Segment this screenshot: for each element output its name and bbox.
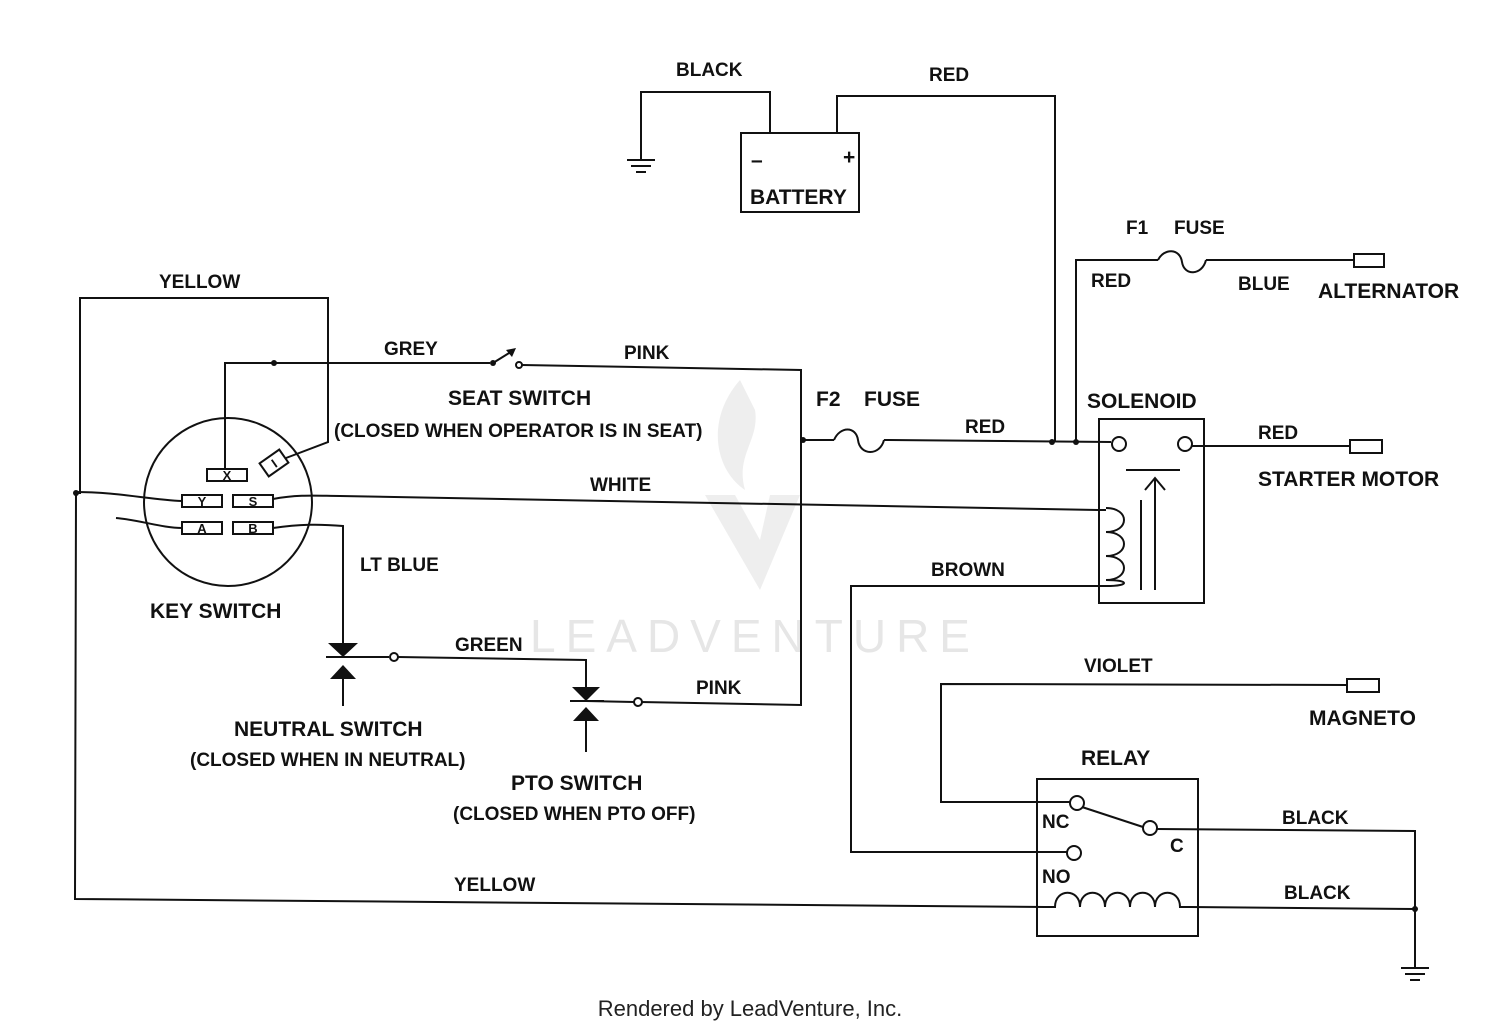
- label-red-starter: RED: [1258, 423, 1298, 444]
- relay-nc-label: NC: [1042, 812, 1070, 833]
- pto-switch-note: (CLOSED WHEN PTO OFF): [453, 804, 695, 825]
- key-terminal-i: [258, 448, 290, 478]
- label-pink-top: PINK: [624, 343, 670, 364]
- relay-c-contact: [1142, 820, 1158, 836]
- seat-switch-note: (CLOSED WHEN OPERATOR IS IN SEAT): [334, 421, 702, 442]
- battery-minus: –: [751, 149, 763, 172]
- neutral-switch-contact: [389, 652, 399, 662]
- ground-icon: [1401, 967, 1429, 981]
- label-lt-blue: LT BLUE: [360, 555, 439, 576]
- f1-label: FUSE: [1174, 218, 1225, 239]
- key-switch-label: KEY SWITCH: [150, 600, 281, 623]
- wire-a-terminal: [115, 517, 183, 529]
- f2-fuse-icon: [833, 428, 885, 453]
- key-terminal-b-label: B: [248, 521, 257, 536]
- label-red-f1: RED: [1091, 271, 1131, 292]
- key-terminal-a-label: A: [197, 521, 207, 536]
- junction-dot: [1049, 439, 1055, 445]
- key-terminal-x-label: X: [223, 468, 232, 483]
- neutral-switch-label: NEUTRAL SWITCH: [234, 718, 423, 741]
- label-brown: BROWN: [931, 560, 1005, 581]
- solenoid-terminal: [1111, 436, 1127, 452]
- wire-black-relay-coil: [1189, 906, 1416, 910]
- solenoid-terminal: [1177, 436, 1193, 452]
- solenoid: [1098, 418, 1205, 604]
- watermark: LEADVENTURE: [530, 380, 980, 662]
- alternator-label: ALTERNATOR: [1318, 280, 1459, 303]
- label-red-main: RED: [965, 417, 1005, 438]
- label-black-relay-c: BLACK: [1282, 808, 1349, 829]
- junction-dot: [1073, 439, 1079, 445]
- watermark-text: LEADVENTURE: [530, 610, 980, 662]
- label-green: GREEN: [455, 635, 523, 656]
- wire-green-run: [397, 656, 587, 687]
- f2-id: F2: [816, 388, 841, 411]
- wire-grey: [224, 362, 490, 469]
- neutral-switch-icon: [326, 643, 360, 706]
- key-terminal-s-label: S: [249, 494, 258, 509]
- key-terminal-y-label: Y: [198, 494, 207, 509]
- key-terminal-i-label: I: [269, 456, 281, 470]
- pto-switch-label: PTO SWITCH: [511, 772, 642, 795]
- wire-yellow-bottom: [73, 492, 1046, 908]
- label-black-battery: BLACK: [676, 60, 743, 81]
- relay-no-label: NO: [1042, 867, 1071, 888]
- key-terminal-s: [232, 494, 274, 508]
- wire-y-terminal: [73, 491, 183, 502]
- wire-pink-pto: [585, 700, 635, 703]
- neutral-switch-note: (CLOSED WHEN IN NEUTRAL): [190, 750, 465, 771]
- wire-red-battery: [836, 95, 1056, 442]
- pto-switch-contact: [633, 697, 643, 707]
- alternator-connector: [1353, 253, 1385, 268]
- label-grey: GREY: [384, 339, 438, 360]
- key-switch: X I Y S A B: [143, 417, 313, 587]
- relay-nc-contact: [1069, 795, 1085, 811]
- label-blue-alt: BLUE: [1238, 274, 1290, 295]
- f1-id: F1: [1126, 218, 1149, 239]
- wire-white: [272, 494, 1106, 511]
- wire-red-f1: [1075, 259, 1158, 442]
- relay-label: RELAY: [1081, 747, 1150, 770]
- label-yellow-top: YELLOW: [159, 272, 240, 293]
- magneto-connector: [1346, 678, 1380, 693]
- relay-no-contact: [1066, 845, 1082, 861]
- junction-dot: [1412, 906, 1418, 912]
- label-white: WHITE: [590, 475, 651, 496]
- starter-motor-label: STARTER MOTOR: [1258, 468, 1439, 491]
- ground-icon: [627, 159, 655, 173]
- solenoid-coil-icon: [1105, 507, 1125, 587]
- label-red-battery: RED: [929, 65, 969, 86]
- seat-switch-icon: [490, 348, 523, 369]
- f1-fuse-icon: [1157, 250, 1207, 274]
- magneto-label: MAGNETO: [1309, 707, 1416, 730]
- battery-label: BATTERY: [750, 186, 847, 209]
- relay: [1036, 778, 1199, 937]
- solenoid-label: SOLENOID: [1087, 390, 1197, 413]
- label-violet: VIOLET: [1084, 656, 1153, 677]
- wire-black-battery: [640, 91, 771, 160]
- wire-lt-blue: [272, 523, 344, 643]
- battery-plus: +: [843, 146, 855, 169]
- label-yellow-bottom: YELLOW: [454, 875, 535, 896]
- key-terminal-x: [206, 468, 248, 482]
- footer-credit: Rendered by LeadVenture, Inc.: [597, 996, 903, 1021]
- label-pink-pto: PINK: [696, 678, 742, 699]
- wire-violet: [940, 682, 1348, 803]
- f2-label: FUSE: [864, 388, 920, 411]
- wire-pink-top: [521, 364, 802, 707]
- wire-black-relay-c: [1156, 828, 1416, 968]
- junction-dot: [800, 437, 806, 443]
- wire-brown: [850, 585, 1106, 853]
- relay-coil-icon: [1045, 891, 1190, 908]
- starter-connector: [1349, 439, 1383, 454]
- battery: – + BATTERY: [740, 132, 860, 213]
- pto-switch-icon: [570, 687, 604, 752]
- relay-c-label: C: [1170, 836, 1184, 857]
- label-black-relay-coil: BLACK: [1284, 883, 1351, 904]
- wire-yellow-top: [74, 297, 329, 494]
- seat-switch-label: SEAT SWITCH: [448, 387, 591, 410]
- junction-dot: [271, 360, 277, 366]
